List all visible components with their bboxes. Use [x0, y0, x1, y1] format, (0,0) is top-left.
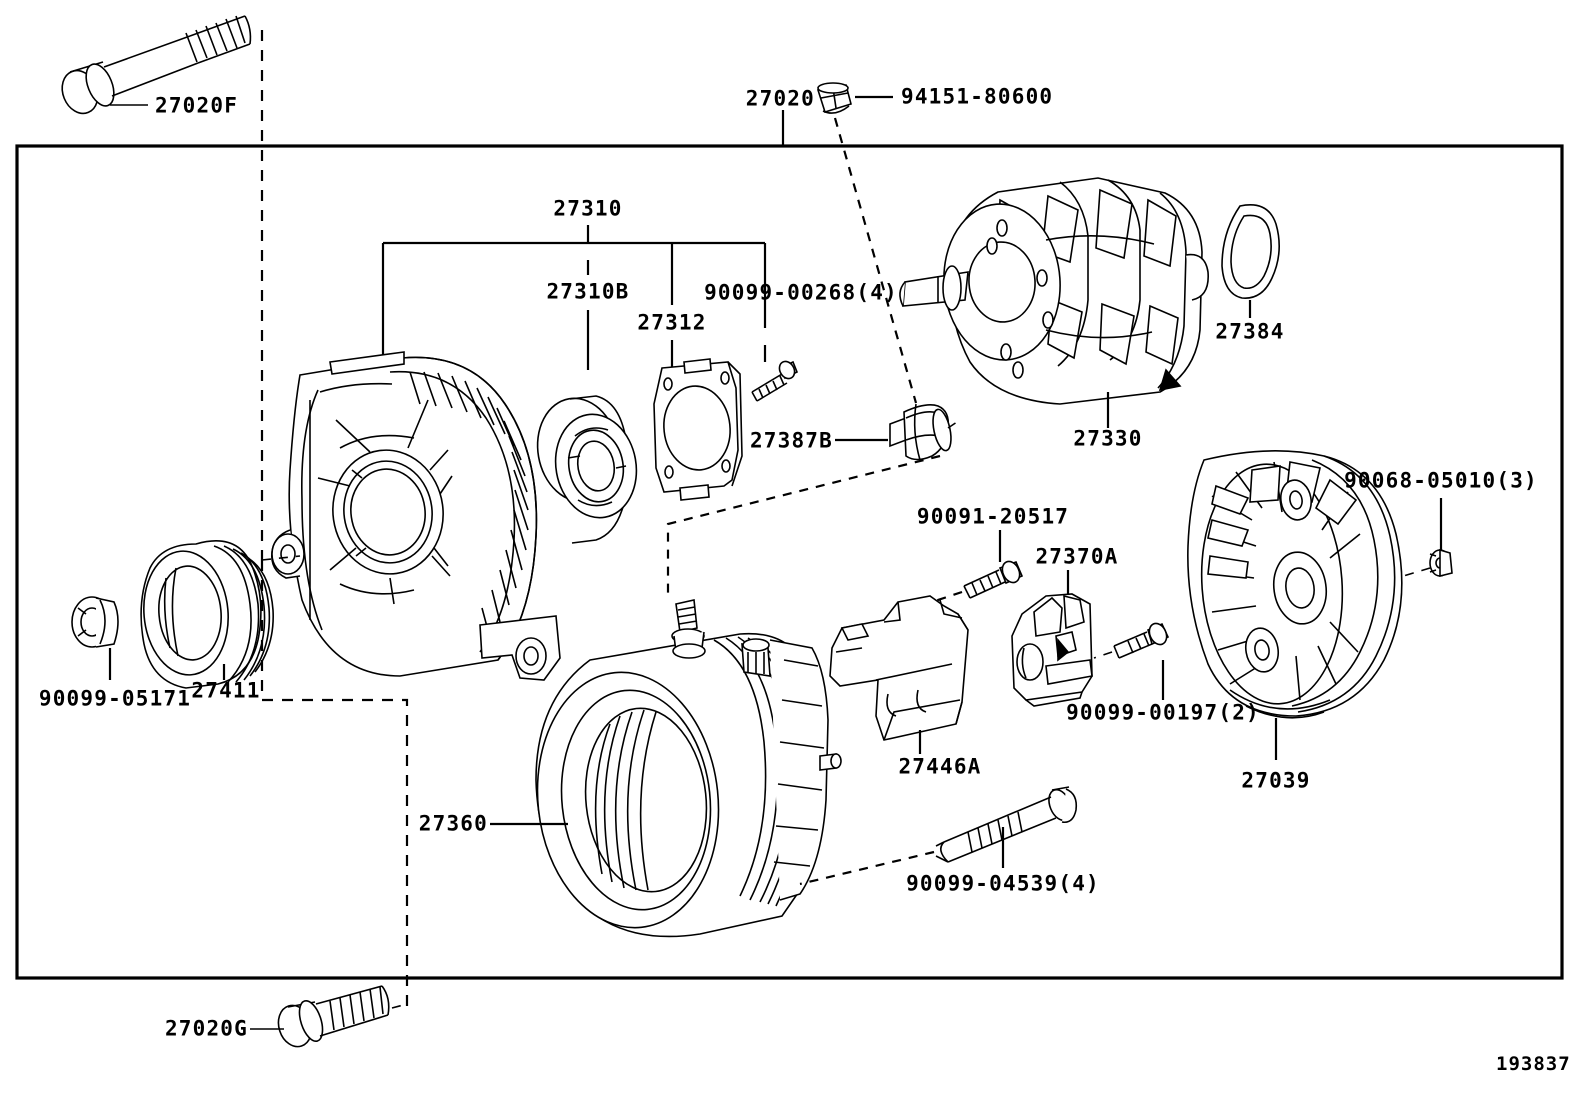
leader-dashed-00197 — [1093, 651, 1113, 659]
label-27020G: 27020G — [164, 1016, 248, 1041]
diagram-frame — [15, 144, 1564, 980]
part-slip-ring-27387B — [889, 403, 952, 461]
part-drive-end-frame-27310 — [270, 351, 561, 681]
label-90099-04539: 90099-04539(4) — [906, 871, 1100, 896]
label-90091-20517: 90091-20517 — [916, 504, 1070, 529]
label-27330: 27330 — [1073, 426, 1143, 451]
label-90099-00197: 90099-00197(2) — [1066, 700, 1260, 725]
label-90099-05171: 90099-05171 — [38, 686, 192, 711]
leader-dashed-rotor-stator — [666, 454, 941, 600]
label-27411: 27411 — [191, 678, 261, 703]
label-27446A: 27446A — [898, 754, 982, 779]
label-27020: 27020 — [745, 86, 815, 111]
leader-dashed-27387B — [947, 419, 961, 429]
part-bearing-27310B — [536, 395, 638, 544]
part-screw-94151 — [816, 82, 852, 114]
label-90068-05010: 90068-05010(3) — [1344, 468, 1538, 493]
label-27310: 27310 — [553, 196, 623, 221]
leader-dashed-04539 — [799, 850, 935, 886]
label-27310B: 27310B — [546, 279, 630, 304]
label-27312: 27312 — [637, 310, 707, 335]
bracket-27310 — [381, 225, 767, 372]
part-regulator-27370A — [1011, 593, 1093, 707]
leader-dashed-pulley — [261, 555, 301, 561]
part-screw-90099-00197 — [1113, 622, 1170, 659]
leader-dashed-27020G — [391, 1003, 408, 1009]
part-rotor-27330 — [899, 177, 1209, 405]
diagram-id: 193837 — [1496, 1053, 1571, 1075]
part-pulley-nut-90099-05171 — [71, 596, 119, 648]
label-27384: 27384 — [1215, 319, 1285, 344]
leader-dashed-94151 — [833, 117, 918, 404]
label-90099-00268: 90099-00268(4) — [704, 280, 898, 305]
part-bracket-27446A — [829, 595, 969, 741]
part-rear-frame-27039 — [1187, 450, 1403, 719]
part-bolt-27020G — [250, 985, 390, 1048]
label-94151-80600: 94151-80600 — [901, 84, 1054, 109]
part-pulley-27411 — [140, 540, 274, 689]
label-27387B: 27387B — [749, 428, 833, 453]
label-27039: 27039 — [1241, 768, 1311, 793]
label-27360: 27360 — [418, 811, 488, 836]
label-27370A: 27370A — [1035, 544, 1119, 569]
part-seal-27384 — [1221, 204, 1280, 299]
label-27020F: 27020F — [155, 93, 239, 118]
part-nut-90068 — [1429, 548, 1453, 578]
part-screw-90099-00268 — [751, 360, 799, 402]
part-stator-27360 — [535, 599, 842, 938]
part-screw-90091 — [963, 560, 1024, 599]
part-retainer-27312 — [653, 358, 743, 501]
part-through-bolt-90099-04539 — [935, 786, 1078, 863]
part-bolt-27020F — [61, 15, 252, 115]
